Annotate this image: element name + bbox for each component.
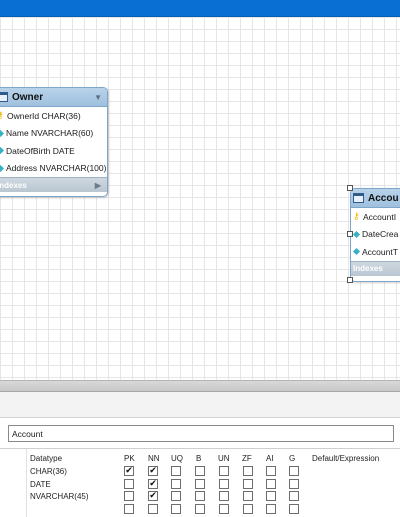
diamond-icon <box>0 147 5 155</box>
column-row[interactable]: CHAR(36) ✔ ✔ <box>0 465 400 478</box>
nn-checkbox[interactable]: ✔ <box>148 466 158 476</box>
header-g[interactable]: G <box>289 454 296 463</box>
pk-checkbox[interactable]: ✔ <box>124 466 134 476</box>
datatype-cell[interactable]: CHAR(36) <box>30 467 67 476</box>
header-un[interactable]: UN <box>218 454 230 463</box>
nn-checkbox[interactable]: ✔ <box>148 478 158 489</box>
key-icon: ⚷ <box>353 211 360 222</box>
collapse-arrow-icon[interactable]: ▼ <box>94 92 102 102</box>
indexes-label: Indexes <box>353 264 383 273</box>
diamond-icon <box>0 164 5 172</box>
b-checkbox[interactable] <box>195 503 205 514</box>
header-nn[interactable]: NN <box>148 454 160 463</box>
g-checkbox[interactable] <box>289 478 299 489</box>
un-checkbox[interactable] <box>219 491 229 501</box>
header-default-expression[interactable]: Default/Expression <box>312 454 380 463</box>
grid-divider <box>26 449 27 517</box>
un-checkbox[interactable] <box>219 503 229 514</box>
column-row-dateofbirth[interactable]: DateOfBirth DATE <box>0 142 107 160</box>
column-label: DateOfBirth DATE <box>6 145 75 156</box>
selection-handle-top-left[interactable] <box>347 185 353 191</box>
column-label: Name NVARCHAR(60) <box>6 128 94 139</box>
diagram-canvas[interactable]: Owner ▼ ⚷ OwnerId CHAR(36) Name NVARCHAR… <box>0 17 400 380</box>
un-checkbox[interactable] <box>219 466 229 476</box>
indexes-label: Indexes <box>0 180 27 190</box>
zf-checkbox[interactable] <box>243 466 253 476</box>
b-checkbox[interactable] <box>195 491 205 501</box>
expand-arrow-icon[interactable]: ▶ <box>94 180 101 190</box>
uq-checkbox[interactable] <box>171 478 181 489</box>
column-row[interactable]: NVARCHAR(45) ✔ <box>0 490 400 503</box>
g-checkbox[interactable] <box>289 466 299 476</box>
g-checkbox[interactable] <box>289 491 299 501</box>
pk-checkbox[interactable] <box>124 491 134 501</box>
nn-checkbox[interactable]: ✔ <box>148 491 158 501</box>
table-account[interactable]: Accou ⚷ AccountI DateCrea AccountT Index… <box>350 188 400 282</box>
zf-checkbox[interactable] <box>243 478 253 489</box>
column-row-accountid[interactable]: ⚷ AccountI <box>351 208 400 226</box>
column-label: DateCrea <box>362 229 399 240</box>
b-checkbox[interactable] <box>195 466 205 476</box>
editor-toolbar <box>0 392 400 418</box>
header-uq[interactable]: UQ <box>171 454 183 463</box>
table-owner-title: Owner <box>12 91 44 103</box>
indexes-section[interactable]: Indexes ▶ <box>0 177 107 192</box>
uq-checkbox[interactable] <box>171 503 181 514</box>
columns-grid-header: Datatype PK NN UQ B UN ZF AI G Default/E… <box>0 452 400 465</box>
table-name-input[interactable] <box>8 425 394 442</box>
indexes-section[interactable]: Indexes <box>351 260 400 276</box>
header-b[interactable]: B <box>196 454 202 463</box>
selection-handle-bottom-left[interactable] <box>347 277 353 283</box>
ai-checkbox[interactable] <box>266 503 276 514</box>
table-icon <box>353 193 364 203</box>
header-pk[interactable]: PK <box>124 454 135 463</box>
column-row[interactable] <box>0 503 400 516</box>
column-row-ownerid[interactable]: ⚷ OwnerId CHAR(36) <box>0 107 107 125</box>
column-row-datecreated[interactable]: DateCrea <box>351 226 400 244</box>
pk-checkbox[interactable] <box>124 478 134 489</box>
table-owner[interactable]: Owner ▼ ⚷ OwnerId CHAR(36) Name NVARCHAR… <box>0 87 108 197</box>
header-ai[interactable]: AI <box>266 454 274 463</box>
key-icon: ⚷ <box>0 110 5 121</box>
header-zf[interactable]: ZF <box>242 454 252 463</box>
diamond-icon <box>352 248 361 256</box>
nn-checkbox[interactable] <box>148 503 158 514</box>
ai-checkbox[interactable] <box>266 491 276 501</box>
datatype-cell[interactable]: DATE <box>30 479 51 489</box>
column-label: AccountT <box>362 246 398 257</box>
table-editor-panel: Datatype PK NN UQ B UN ZF AI G Default/E… <box>0 392 400 517</box>
table-icon <box>0 92 8 102</box>
table-account-title: Accou <box>368 192 399 204</box>
table-account-header[interactable]: Accou <box>351 189 400 208</box>
b-checkbox[interactable] <box>195 478 205 489</box>
pk-checkbox[interactable] <box>124 503 134 514</box>
column-row-address[interactable]: Address NVARCHAR(100) <box>0 160 107 178</box>
selection-handle-mid-left[interactable] <box>347 231 353 237</box>
g-checkbox[interactable] <box>289 503 299 514</box>
title-bar <box>0 0 400 17</box>
header-datatype[interactable]: Datatype <box>30 454 63 463</box>
columns-grid[interactable]: Datatype PK NN UQ B UN ZF AI G Default/E… <box>0 448 400 517</box>
ai-checkbox[interactable] <box>266 466 276 476</box>
panel-splitter[interactable] <box>0 380 400 392</box>
column-label: AccountI <box>363 211 397 222</box>
datatype-cell[interactable]: NVARCHAR(45) <box>30 492 89 501</box>
uq-checkbox[interactable] <box>171 466 181 476</box>
column-row[interactable]: DATE ✔ <box>0 478 400 491</box>
un-checkbox[interactable] <box>219 478 229 489</box>
table-owner-header[interactable]: Owner ▼ <box>0 88 107 107</box>
column-row-accounttype[interactable]: AccountT <box>351 243 400 261</box>
column-label: OwnerId CHAR(36) <box>7 110 81 121</box>
uq-checkbox[interactable] <box>171 491 181 501</box>
diamond-icon <box>352 230 361 238</box>
zf-checkbox[interactable] <box>243 491 253 501</box>
diamond-icon <box>0 129 5 137</box>
column-label: Address NVARCHAR(100) <box>6 163 107 174</box>
zf-checkbox[interactable] <box>243 503 253 514</box>
column-row-name[interactable]: Name NVARCHAR(60) <box>0 125 107 143</box>
ai-checkbox[interactable] <box>266 478 276 489</box>
